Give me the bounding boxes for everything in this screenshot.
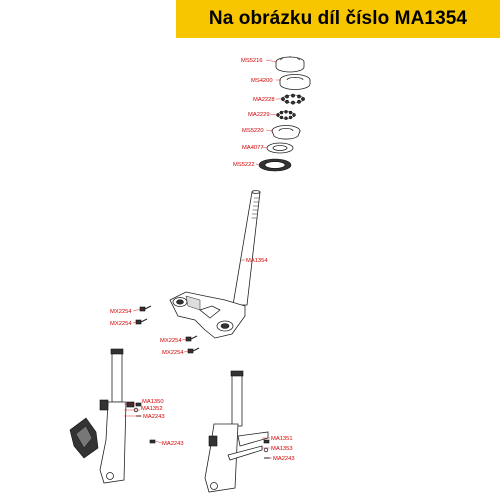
label-mx2254-3: MX2254 <box>160 338 182 344</box>
label-ma1350: MA1350 <box>142 399 164 405</box>
steering-stem <box>169 190 261 339</box>
ms5220-cup <box>271 125 301 140</box>
ms5216-locknut <box>275 56 305 73</box>
label-ma2229: MA2229 <box>248 112 270 118</box>
label-ma2228: MA2228 <box>253 97 275 103</box>
ms4200-ring <box>279 74 311 90</box>
ms5222-ring <box>258 158 292 172</box>
ma2228-bearing-balls <box>281 93 305 105</box>
ma2229-bearing-balls <box>276 110 296 120</box>
ma4077-seal <box>266 142 294 154</box>
label-ma2243-1: MA2243 <box>143 414 165 420</box>
label-ma1353: MA1353 <box>271 446 293 452</box>
header-banner <box>176 0 500 38</box>
label-mx2254-4: MX2254 <box>162 350 184 356</box>
label-ma2243-2: MA2243 <box>162 441 184 447</box>
right-fork-leg <box>204 370 269 493</box>
label-ma1352: MA1352 <box>141 406 163 412</box>
bolt-mx2254-4 <box>187 347 200 354</box>
bolt-mx2254-3 <box>185 335 198 342</box>
label-ma1351: MA1351 <box>271 436 293 442</box>
bolt-mx2254-2 <box>135 318 148 325</box>
label-ms4200: MS4200 <box>251 78 273 84</box>
hardware-ma1351-ma1353-ma2243 <box>263 439 270 459</box>
leader-lines <box>124 59 282 459</box>
label-ma4077: MA4077 <box>242 145 264 151</box>
label-ma2243-3: MA2243 <box>273 456 295 462</box>
label-mx2254-1: MX2254 <box>110 309 132 315</box>
bolt-mx2254-1 <box>139 305 152 312</box>
label-ms5220: MS5220 <box>242 128 264 134</box>
left-fork-leg <box>69 348 135 484</box>
label-mx2254-2: MX2254 <box>110 321 132 327</box>
label-ms5222: MS5222 <box>233 162 255 168</box>
label-ma1354: MA1354 <box>246 258 268 264</box>
label-ms5216: MS5216 <box>241 58 263 64</box>
page-title: Na obrázku díl číslo MA1354 <box>208 8 468 29</box>
